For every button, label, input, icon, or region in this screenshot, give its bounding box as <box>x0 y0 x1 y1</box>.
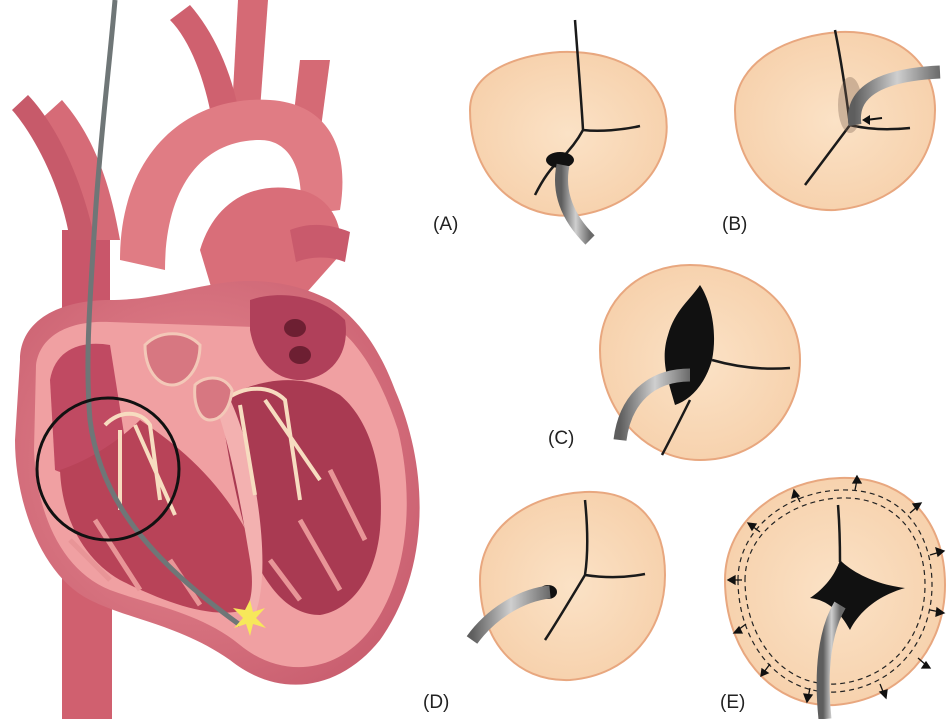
panel-c-valve <box>600 265 800 460</box>
panel-label-b: (B) <box>722 214 747 236</box>
panel-label-d: (D) <box>423 692 449 714</box>
aortic-branch-1 <box>232 0 268 110</box>
pulmonary-vein-opening-2 <box>289 346 311 364</box>
valve-annulus <box>480 492 665 680</box>
panel-label-a: (A) <box>433 214 458 236</box>
panel-label-e: (E) <box>720 692 745 714</box>
panel-d-valve <box>472 492 665 680</box>
panel-a-valve <box>470 20 667 240</box>
pulmonary-branch <box>290 225 350 262</box>
heart-illustration <box>12 0 420 719</box>
panel-label-c: (C) <box>548 428 574 450</box>
aortic-branch-2 <box>170 5 240 120</box>
panel-e-valve <box>725 476 945 719</box>
panel-b-valve <box>735 30 940 210</box>
pulmonary-vein-opening-1 <box>284 319 306 337</box>
valve-annulus <box>735 32 935 210</box>
